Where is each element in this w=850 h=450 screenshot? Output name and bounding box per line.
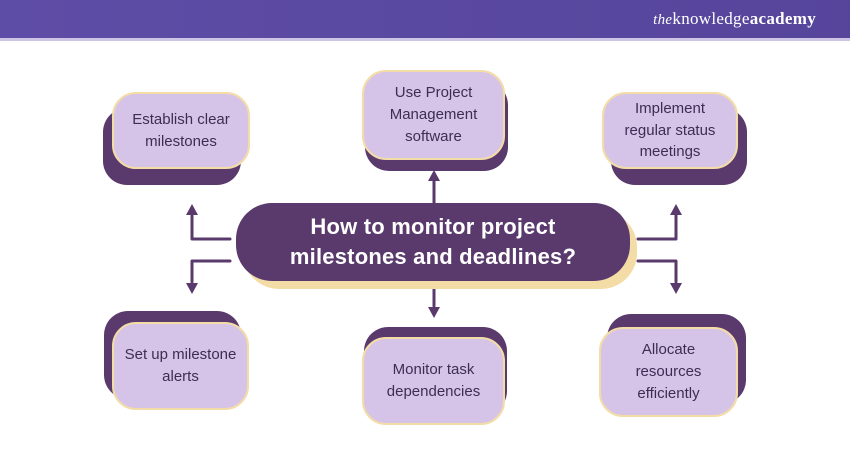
arrow-top-center-up-head <box>428 170 440 181</box>
arrow-left-lower-elbow <box>190 259 232 284</box>
arrow-right-upper-elbow <box>636 213 678 241</box>
node-set-up-milestone-alerts: Set up milestone alerts <box>104 311 249 410</box>
logo-the: the <box>653 12 673 28</box>
arrow-left-lower-down-head <box>186 283 198 294</box>
center-question-node: How to monitor project milestones and de… <box>236 203 637 289</box>
node-label: Use Project Management software <box>389 84 478 145</box>
brand-logo: theknowledgeacademy <box>653 9 816 29</box>
node-card: Allocate resources efficiently <box>599 327 738 417</box>
node-establish-clear-milestones: Establish clear milestones <box>103 92 250 185</box>
node-card: Set up milestone alerts <box>112 322 249 410</box>
arrow-bottom-center-down-head <box>428 307 440 318</box>
node-card: Use Project Management software <box>362 70 505 160</box>
node-label: Establish clear milestones <box>132 110 230 150</box>
arrow-right-lower-elbow <box>636 259 678 284</box>
node-monitor-task-dependencies: Monitor task dependencies <box>362 327 507 425</box>
logo-knowledge: knowledge <box>672 9 750 28</box>
center-question-text: How to monitor project milestones and de… <box>289 214 577 269</box>
arrow-left-upper-up-head <box>186 204 198 215</box>
center-node-card: How to monitor project milestones and de… <box>236 203 630 281</box>
node-label: Allocate resources efficiently <box>635 341 702 402</box>
header-accent-strip <box>0 38 850 41</box>
node-card: Establish clear milestones <box>112 92 250 169</box>
node-card: Monitor task dependencies <box>362 337 505 425</box>
node-implement-regular-status-meetings: Implement regular status meetings <box>602 92 747 185</box>
node-label: Monitor task dependencies <box>386 361 481 400</box>
header-bar: theknowledgeacademy <box>0 0 850 38</box>
node-label: Implement regular status meetings <box>624 99 716 161</box>
arrow-right-upper-up-head <box>670 204 682 215</box>
arrow-right-lower-down-head <box>670 283 682 294</box>
node-card: Implement regular status meetings <box>602 92 738 169</box>
node-allocate-resources-efficiently: Allocate resources efficiently <box>599 314 746 417</box>
logo-academy: academy <box>749 9 816 28</box>
node-use-project-management-software: Use Project Management software <box>362 70 508 171</box>
node-label: Set up milestone alerts <box>124 346 237 385</box>
arrow-left-upper-elbow <box>190 213 232 241</box>
